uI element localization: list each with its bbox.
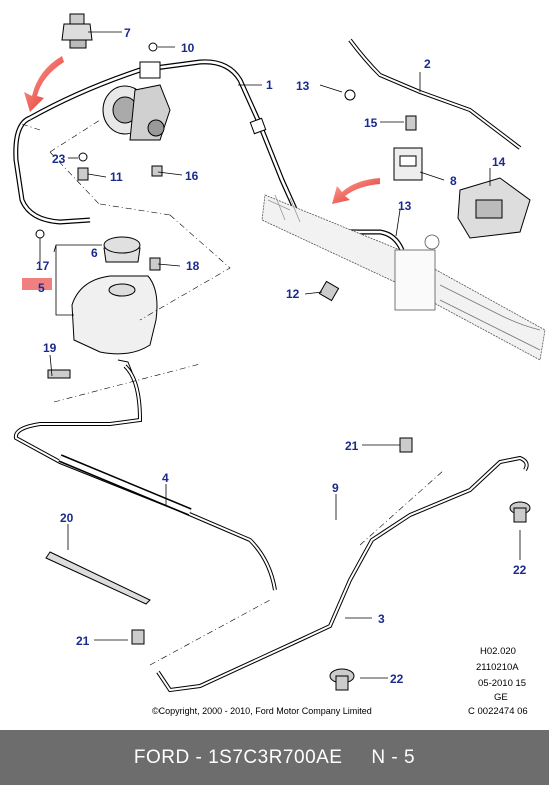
callout-14: 14 bbox=[492, 155, 506, 169]
callout-17: 17 bbox=[36, 259, 50, 273]
pressure-switch bbox=[61, 13, 93, 49]
callout-10: 10 bbox=[181, 41, 195, 55]
callout-15: 15 bbox=[364, 116, 378, 130]
steering-pump bbox=[102, 84, 171, 141]
ring-washers bbox=[35, 42, 356, 239]
steering-rack bbox=[261, 194, 546, 361]
callout-21-bottom: 21 bbox=[76, 634, 90, 648]
callout-6: 6 bbox=[91, 246, 98, 260]
callout-11: 11 bbox=[110, 170, 123, 184]
part-footer: FORD - 1S7C3R700AE N - 5 bbox=[0, 730, 549, 785]
callout-20: 20 bbox=[60, 511, 74, 525]
callout-7: 7 bbox=[124, 26, 131, 40]
fluid-reservoir bbox=[71, 275, 158, 373]
return-hose-2 bbox=[348, 38, 522, 150]
leader-lines bbox=[39, 31, 521, 679]
cable-tie bbox=[45, 551, 151, 605]
callout-4: 4 bbox=[162, 471, 169, 485]
callout-8: 8 bbox=[450, 174, 457, 188]
dash-lines bbox=[21, 119, 445, 666]
highlight-marker bbox=[22, 278, 52, 290]
callout-23: 23 bbox=[52, 152, 66, 166]
return-hose-3 bbox=[156, 455, 529, 693]
callout-22-bottom: 22 bbox=[390, 672, 404, 686]
callout-18: 18 bbox=[186, 259, 200, 273]
footer-position: N - 5 bbox=[371, 746, 416, 768]
callout-2: 2 bbox=[424, 57, 431, 71]
ref-line-2: 2110210A bbox=[476, 662, 519, 673]
ref-line-5: C 0022474 06 bbox=[468, 706, 528, 717]
bolts bbox=[47, 115, 417, 645]
callout-22-right: 22 bbox=[513, 563, 527, 577]
copyright-text: ©Copyright, 2000 - 2010, Ford Motor Comp… bbox=[152, 706, 372, 716]
callout-19: 19 bbox=[43, 341, 57, 355]
callout-12: 12 bbox=[286, 287, 300, 301]
clamp-8 bbox=[393, 147, 423, 181]
ref-line-1: H02.020 bbox=[480, 646, 516, 657]
ref-line-3: 05-2010 15 bbox=[478, 678, 526, 689]
callout-16: 16 bbox=[185, 169, 199, 183]
footer-gap bbox=[342, 747, 371, 769]
ref-line-4: GE bbox=[494, 692, 508, 703]
flow-arrow-top bbox=[24, 56, 64, 112]
flow-arrow-rack bbox=[332, 178, 380, 204]
callout-13-top: 13 bbox=[296, 79, 310, 93]
reservoir-cap bbox=[103, 236, 141, 263]
hose-bracket bbox=[139, 61, 161, 79]
callout-3: 3 bbox=[378, 612, 385, 626]
push-clips bbox=[329, 501, 531, 691]
bracket-14 bbox=[457, 177, 531, 239]
footer-part-number: FORD - 1S7C3R700AE bbox=[133, 746, 343, 768]
power-steering-diagram: 7 10 1 2 13 15 14 8 13 12 16 11 23 6 17 … bbox=[13, 13, 546, 717]
callout-21-right: 21 bbox=[345, 439, 359, 453]
callout-9: 9 bbox=[332, 481, 339, 495]
callout-5: 5 bbox=[38, 281, 45, 295]
callout-1: 1 bbox=[266, 78, 273, 92]
callout-13-rack: 13 bbox=[398, 199, 412, 213]
